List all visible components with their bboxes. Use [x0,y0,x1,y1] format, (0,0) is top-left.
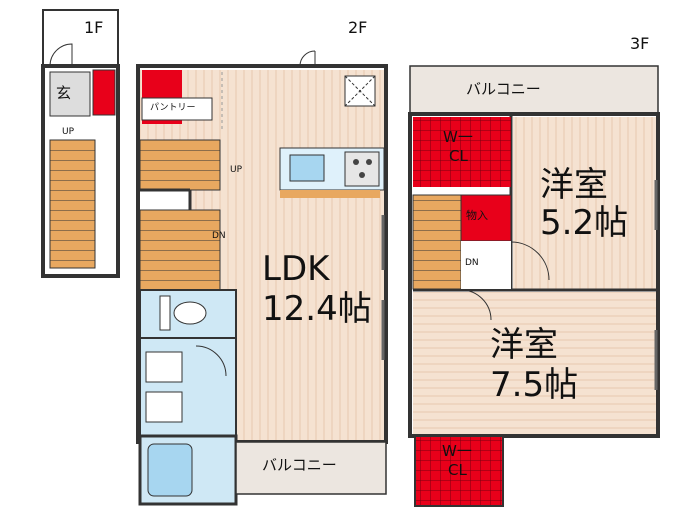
genkan-label: 玄 [56,84,72,102]
up-label-2f: UP [230,165,243,175]
wcl-bottom-line2: CL [448,461,467,479]
up-label-1f: UP [62,127,75,137]
room1-size: 5.2帖 [540,203,629,243]
floor-2 [136,50,388,506]
room1-name: 洋室 [540,165,608,205]
floor-3 [408,65,660,507]
ldk-name: LDK [262,249,330,289]
wcl-top-line2: CL [449,147,468,165]
balcony-3f-label: バルコニー [466,80,541,98]
dn-label-3f: DN [465,258,479,268]
wcl-bottom-line1: W一 [442,442,472,460]
floor-3-label: 3F [630,34,650,53]
dn-label-2f: DN [212,231,226,241]
room2-name: 洋室 [490,325,558,365]
balcony-2f-label: バルコニー [262,456,337,474]
wcl-top-line1: W一 [443,128,473,146]
floor-2-label: 2F [348,18,368,37]
room2-size: 7.5帖 [490,365,579,405]
ldk-size: 12.4帖 [262,289,372,329]
floor-1-label: 1F [84,18,104,37]
floor-1 [41,9,120,278]
pantry-label: パントリー [150,103,196,113]
storage-label: 物入 [466,209,488,222]
